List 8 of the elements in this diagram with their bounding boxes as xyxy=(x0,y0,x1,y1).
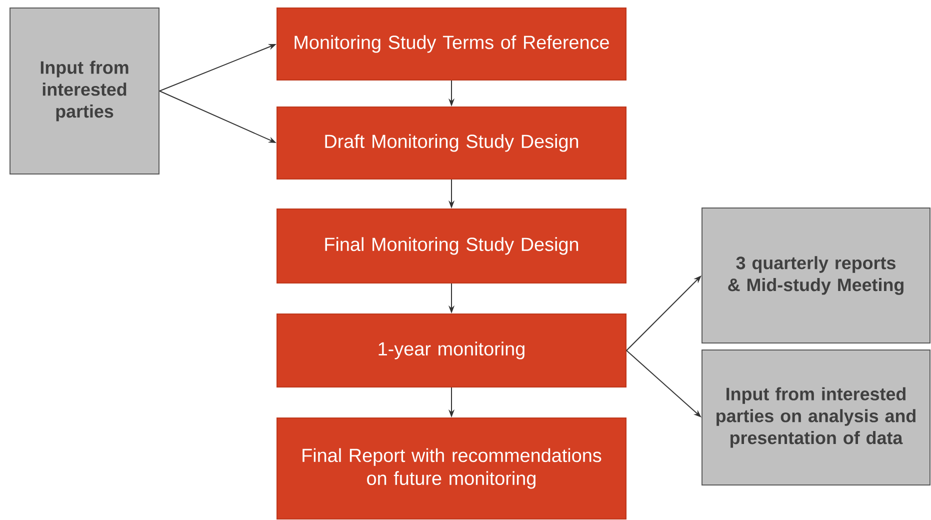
process-box: Final Report with recommendations on future monitoring xyxy=(276,418,626,520)
process-box: 1-year monitoring xyxy=(276,314,626,388)
process-box: Draft Monitoring Study Design xyxy=(276,106,626,180)
input-box: Input from interested parties on analysis and presentation of data xyxy=(702,350,930,486)
process-box: Final Monitoring Study Design xyxy=(276,208,626,284)
input-box: 3 quarterly reports & Mid-study Meeting xyxy=(702,208,930,344)
process-box: Monitoring Study Terms of Reference xyxy=(276,8,626,80)
input-box: Input from interested parties xyxy=(10,8,160,174)
